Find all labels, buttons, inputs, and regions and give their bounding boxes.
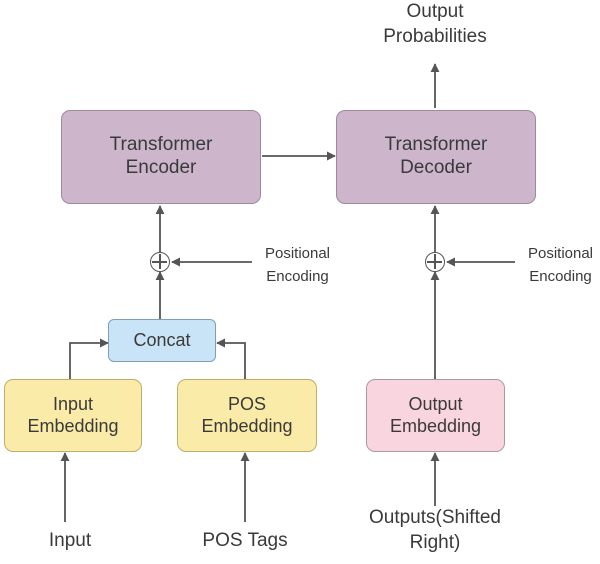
pos-tags-label: POS Tags (202, 530, 288, 551)
positional-encoding-left-line2: Encoding (266, 268, 329, 286)
output-embedding-line1: Output (408, 393, 463, 414)
pos-embedding-line2: Embedding (201, 415, 293, 436)
output-embedding-box: Output Embedding (366, 379, 505, 452)
encoder-line1: Transformer (109, 134, 213, 156)
input-embedding-box: Input Embedding (4, 379, 142, 452)
input-embedding-line2: Embedding (27, 415, 119, 436)
positional-encoding-left-line1: Positional (264, 245, 331, 262)
plus-node-encoder (150, 252, 170, 272)
outputs-shifted-right-line1: Outputs(Shifted (368, 507, 502, 528)
arrow-input-embedding-to-concat (69, 338, 109, 379)
positional-encoding-right-line2: Encoding (529, 268, 592, 286)
pos-embedding-box: POS Embedding (177, 379, 317, 452)
arrow-pos-embedding-to-concat (216, 338, 246, 379)
concat-box: Concat (108, 319, 216, 362)
output-probabilities-label: Output Probabilities (365, 0, 505, 49)
positional-encoding-left-label: Positional Encoding (250, 242, 345, 289)
output-probabilities-line1: Output (406, 1, 464, 22)
transformer-encoder-box: Transformer Encoder (61, 110, 261, 204)
output-embedding-line2: Embedding (389, 415, 482, 436)
outputs-shifted-right-label: Outputs(Shifted Right) (355, 506, 515, 555)
outputs-shifted-right-line2: Right) (409, 531, 461, 553)
input-label: Input (48, 530, 92, 551)
positional-encoding-right-label: Positional Encoding (513, 242, 600, 289)
input-embedding-line1: Input (52, 393, 94, 414)
plus-node-decoder (425, 252, 445, 272)
decoder-line1: Transformer (384, 134, 488, 156)
positional-encoding-right-line1: Positional (527, 245, 594, 262)
encoder-line2: Encoder (125, 157, 197, 178)
pos-embedding-line1: POS (227, 393, 266, 414)
output-probabilities-line2: Probabilities (383, 25, 487, 47)
concat-label: Concat (133, 329, 191, 350)
transformer-decoder-box: Transformer Decoder (336, 110, 536, 204)
decoder-line2: Decoder (400, 157, 472, 178)
